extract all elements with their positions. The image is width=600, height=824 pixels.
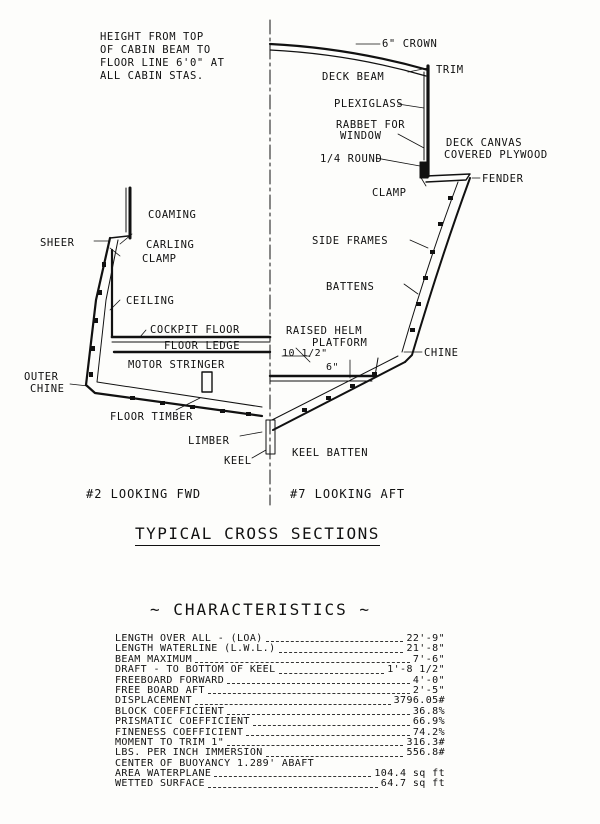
plexiglass-label: PLEXIGLASS (334, 98, 403, 110)
floor-timber-label: FLOOR TIMBER (110, 411, 193, 423)
spec-label: AREA WATERPLANE (115, 768, 212, 780)
spec-row: PRISMATIC COEFFICIENT 66.9% (115, 716, 445, 728)
spec-label: DRAFT - TO BOTTOM OF KEEL (115, 664, 276, 676)
quarter-round-label: 1/4 ROUND (320, 153, 382, 165)
deck-beam-label: DECK BEAM (322, 71, 384, 83)
sections-title: TYPICAL CROSS SECTIONS (135, 524, 380, 546)
spec-row: LBS. PER INCH IMMERSION 556.8# (115, 747, 445, 759)
keel-label: KEEL (224, 455, 252, 467)
spec-value: 2'-5" (412, 684, 445, 696)
deck-beam (268, 42, 430, 72)
outer-chine-label-1: OUTER (24, 371, 59, 383)
spec-row: AREA WATERPLANE 104.4 sq ft (115, 768, 445, 780)
note-line-2: OF CABIN BEAM TO (100, 44, 211, 56)
spec-label: WETTED SURFACE (115, 778, 205, 790)
ceiling-label: CEILING (126, 295, 174, 307)
spec-label: FINENESS COEFFICIENT (115, 726, 244, 738)
spec-label: LENGTH OVER ALL - (LOA) (115, 632, 263, 644)
note-line-3: FLOOR LINE 6'0" AT (100, 57, 225, 69)
spec-value: 104.4 sq ft (374, 768, 445, 780)
spec-row: FREE BOARD AFT 2'-5" (115, 684, 445, 696)
spec-row: WETTED SURFACE 64.7 sq ft (115, 778, 445, 790)
spec-label: CENTER OF BUOYANCY 1.289' ABAFT (115, 757, 315, 769)
spec-value: 3796.05# (393, 695, 445, 707)
note-line-1: HEIGHT FROM TOP (100, 31, 204, 43)
characteristics-title: ~ CHARACTERISTICS ~ (150, 600, 372, 619)
spec-label: LENGTH WATERLINE (L.W.L.) (115, 643, 276, 655)
spec-value: 4'-0" (412, 674, 445, 686)
view-forward-label: #2 LOOKING FWD (86, 487, 201, 501)
spec-label: FREE BOARD AFT (115, 684, 205, 696)
cross-section-drawing: HEIGHT FROM TOP OF CABIN BEAM TO FLOOR L… (24, 19, 548, 506)
spec-label: DISPLACEMENT (115, 695, 193, 707)
hull-side-fwd (84, 236, 264, 418)
crown-label: 6" CROWN (382, 38, 437, 50)
spec-value: 74.2% (412, 726, 445, 738)
spec-row: BLOCK COEFFICIENT 36.8% (115, 705, 445, 717)
hull-side-aft (404, 177, 471, 363)
helm-dim-label: 10 1/2" (282, 348, 328, 359)
note-block: HEIGHT FROM TOP OF CABIN BEAM TO FLOOR L… (100, 31, 225, 82)
spec-label: BLOCK COEFFICIENT (115, 705, 225, 717)
spec-value: 7'-6" (412, 653, 445, 665)
battens-label: BATTENS (326, 281, 374, 293)
raised-helm-label-2: PLATFORM (312, 337, 367, 349)
spec-row: FREEBOARD FORWARD 4'-0" (115, 674, 445, 686)
motor-stringer-label: MOTOR STRINGER (128, 359, 225, 371)
spec-value: 21'-8" (406, 643, 445, 655)
spec-label: MOMENT TO TRIM 1" (115, 736, 225, 748)
outer-chine-label-2: CHINE (30, 383, 65, 395)
spec-row: DISPLACEMENT 3796.05# (115, 695, 445, 707)
spec-value: 64.7 sq ft (380, 778, 445, 790)
spec-row: LENGTH WATERLINE (L.W.L.) 21'-8" (115, 643, 445, 655)
spec-label: PRISMATIC COEFFICIENT (115, 716, 250, 728)
deck-canvas-label-2: COVERED PLYWOOD (444, 149, 548, 161)
rabbet-label-1: RABBET FOR (336, 119, 405, 131)
note-line-4: ALL CABIN STAS. (100, 70, 204, 82)
trim-label: TRIM (436, 64, 464, 76)
floor-ledge-label: FLOOR LEDGE (164, 340, 240, 352)
spec-row: FINENESS COEFFICIENT 74.2% (115, 726, 445, 738)
chine-label: CHINE (424, 347, 459, 359)
carling-label: CARLING (146, 239, 194, 251)
spec-row: CENTER OF BUOYANCY 1.289' ABAFT (115, 757, 445, 769)
raised-helm-label-1: RAISED HELM (286, 325, 362, 337)
motor-stringer (201, 371, 213, 393)
spec-value: 22'-9" (406, 632, 445, 644)
spec-row: DRAFT - TO BOTTOM OF KEEL 1'-8 1/2" (115, 664, 445, 676)
limber-label: LIMBER (188, 435, 230, 447)
clamp-fwd-label: CLAMP (142, 253, 177, 265)
helm-dim2-label: 6" (326, 362, 339, 373)
view-aft-label: #7 LOOKING AFT (290, 487, 405, 501)
rabbet-label-2: WINDOW (340, 130, 382, 142)
cockpit-floor-label: COCKPIT FLOOR (150, 324, 240, 336)
fender-label: FENDER (482, 173, 524, 185)
characteristics-list: LENGTH OVER ALL - (LOA) 22'-9" LENGTH WAT… (115, 632, 445, 790)
spec-value: 556.8# (406, 747, 445, 759)
spec-row: LENGTH OVER ALL - (LOA) 22'-9" (115, 632, 445, 644)
coaming-label: COAMING (148, 209, 196, 221)
spec-label: LBS. PER INCH IMMERSION (115, 747, 263, 759)
spec-label: FREEBOARD FORWARD (115, 674, 225, 686)
deck-canvas-label-1: DECK CANVAS (446, 137, 522, 149)
side-frames-label: SIDE FRAMES (312, 235, 388, 247)
spec-label: BEAM MAXIMUM (115, 653, 193, 665)
keel-batten-label: KEEL BATTEN (292, 447, 368, 459)
spec-value: 36.8% (412, 705, 445, 717)
spec-value: 66.9% (412, 716, 445, 728)
spec-value: 316.3# (406, 736, 445, 748)
spec-value: 1'-8 1/2" (387, 664, 445, 676)
spec-row: MOMENT TO TRIM 1" 316.3# (115, 736, 445, 748)
sheer-label: SHEER (40, 237, 75, 249)
spec-row: BEAM MAXIMUM 7'-6" (115, 653, 445, 665)
clamp-aft-label: CLAMP (372, 187, 407, 199)
batten-marks (89, 196, 453, 416)
